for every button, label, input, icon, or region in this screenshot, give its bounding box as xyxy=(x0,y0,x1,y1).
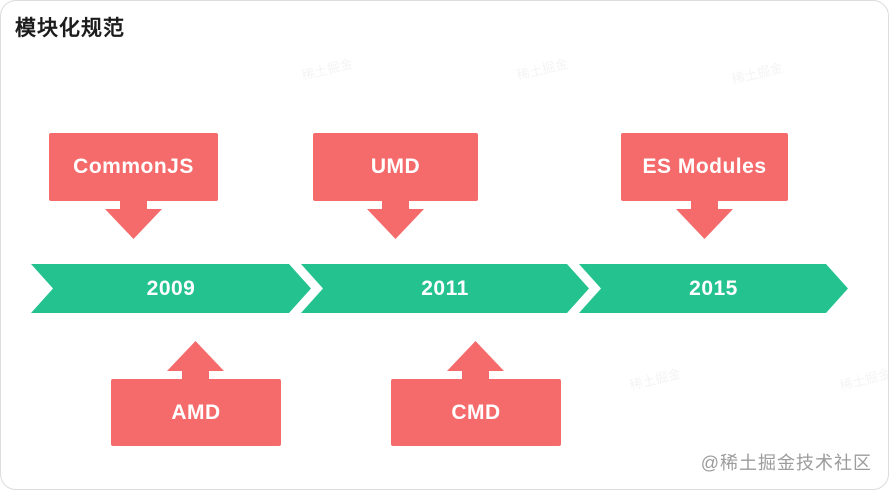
commonjs-down-arrow-icon xyxy=(105,199,162,239)
faint-watermark: 稀土掘金 xyxy=(729,57,784,88)
cmd-up-arrow-icon xyxy=(447,341,504,381)
watermark: @稀土掘金技术社区 xyxy=(700,453,872,473)
es-modules-down-arrow-icon xyxy=(676,199,733,239)
timeline-segment-2015: 2015 xyxy=(579,264,848,313)
cmd-label: CMD xyxy=(451,400,501,424)
es-modules-label: ES Modules xyxy=(642,155,767,178)
faint-watermark: 稀土掘金 xyxy=(514,53,569,84)
umd-label: UMD xyxy=(370,155,421,178)
box-amd: AMD xyxy=(111,379,281,446)
timeline-segment-2011: 2011 xyxy=(301,264,589,313)
faint-watermark: 稀土掘金 xyxy=(299,53,354,84)
year-2011-label: 2011 xyxy=(421,276,469,300)
year-2015-label: 2015 xyxy=(689,276,738,300)
box-umd: UMD xyxy=(313,133,478,201)
box-es-modules: ES Modules xyxy=(621,133,788,201)
page-title: 模块化规范 xyxy=(15,17,125,40)
timeline-segment-2009: 2009 xyxy=(31,264,311,313)
box-commonjs: CommonJS xyxy=(49,133,218,201)
commonjs-label: CommonJS xyxy=(73,155,194,178)
umd-down-arrow-icon xyxy=(367,199,424,239)
faint-watermark: 稀土掘金 xyxy=(627,363,682,394)
box-cmd: CMD xyxy=(391,379,561,446)
amd-label: AMD xyxy=(171,400,221,424)
amd-up-arrow-icon xyxy=(167,341,224,381)
faint-watermark: 稀土掘金 xyxy=(837,363,888,394)
year-2009-label: 2009 xyxy=(146,276,196,300)
